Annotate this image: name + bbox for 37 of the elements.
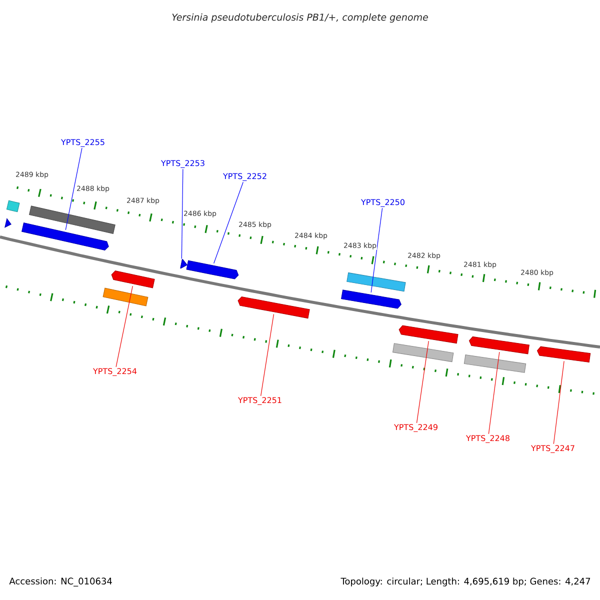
gene-name: YPTS_2254	[92, 368, 137, 376]
gene-name: YPTS_2251	[238, 397, 282, 405]
gene-block	[346, 272, 406, 292]
gene-block	[180, 259, 188, 269]
gene-block	[392, 343, 454, 362]
leader-line	[260, 314, 274, 396]
leader-line	[488, 352, 500, 434]
gene-block	[102, 288, 148, 306]
leader-line	[181, 168, 184, 260]
leader-line	[553, 360, 564, 444]
gene-name: YPTS_2252	[222, 173, 266, 181]
gene-block	[6, 200, 20, 212]
gene-name: YPTS_2248	[466, 435, 510, 443]
leader-line	[370, 208, 383, 293]
summary-text: Topology: circular; Length: 4,695,619 bp; Genes: 4,247	[340, 578, 590, 586]
gene-block	[398, 325, 458, 344]
gene-block	[468, 336, 530, 354]
gene-name: YPTS_2247	[530, 445, 574, 453]
gene-block	[111, 270, 155, 288]
gene-block	[29, 206, 116, 234]
gene-block	[464, 354, 526, 373]
gene-block	[238, 296, 310, 319]
gene-name: YPTS_2250	[360, 199, 404, 207]
gene-name: YPTS_2253	[160, 160, 204, 168]
leader-line	[416, 340, 429, 424]
gene-name: YPTS_2255	[60, 139, 104, 147]
gene-name: YPTS_2249	[394, 424, 438, 432]
gene-block	[341, 290, 402, 309]
leader-line	[116, 286, 133, 368]
accession-text: Accession: NC_010634	[9, 578, 112, 586]
gene-block	[536, 346, 591, 362]
gene-block	[186, 260, 239, 280]
gene-block	[22, 222, 109, 251]
leader-line	[65, 148, 82, 230]
title: Yersinia pseudotuberculosis PB1/+, complete genome	[172, 13, 428, 23]
gene-block	[4, 218, 12, 228]
leader-line	[214, 182, 244, 264]
